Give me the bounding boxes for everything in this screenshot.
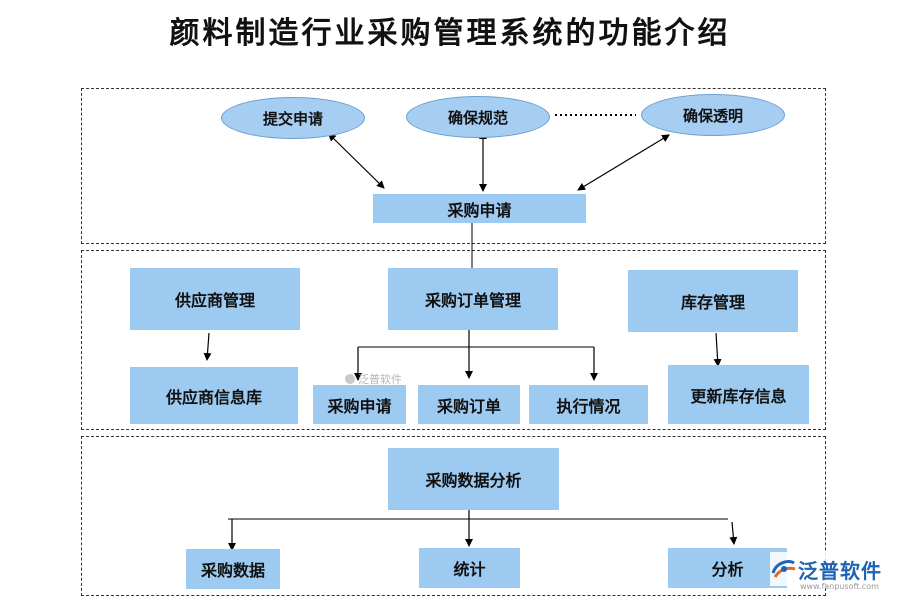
watermark-center: 泛普软件 xyxy=(345,371,402,387)
oval-submit-request: 提交申请 xyxy=(221,97,365,139)
box-update-inventory: 更新库存信息 xyxy=(668,365,809,424)
box-analysis: 分析 xyxy=(668,548,787,588)
section-analysis xyxy=(81,436,826,596)
arrow-supplier-db xyxy=(203,332,212,361)
oval-ensure-standard: 确保规范 xyxy=(406,96,550,138)
box-data-analysis: 采购数据分析 xyxy=(388,448,559,510)
section-request xyxy=(81,88,826,244)
arrow-transparent-request xyxy=(577,134,670,191)
box-purchase-data: 采购数据 xyxy=(186,549,280,589)
box-statistics: 统计 xyxy=(419,548,520,588)
page-title: 颜料制造行业采购管理系统的功能介绍 xyxy=(169,16,731,51)
box-order-management: 采购订单管理 xyxy=(388,268,558,330)
watermark-mark-icon xyxy=(345,374,355,384)
box-supplier-database: 供应商信息库 xyxy=(130,367,298,424)
fanpu-logo: 泛普软件 www.fanpusoft.com xyxy=(770,552,886,591)
arrow-branch-bottom-right xyxy=(729,521,738,545)
section-management xyxy=(81,250,826,430)
box-execution-status: 执行情况 xyxy=(529,385,648,424)
fanpu-logo-url: www.fanpusoft.com xyxy=(800,582,879,591)
arrow-submit-request xyxy=(328,133,385,189)
box-purchase-request: 采购申请 xyxy=(313,385,406,424)
arrow-inventory-update xyxy=(713,332,722,367)
box-inventory-management: 库存管理 xyxy=(628,270,798,332)
box-purchase-request-top: 采购申请 xyxy=(373,194,586,223)
oval-ensure-transparent: 确保透明 xyxy=(641,94,785,136)
box-supplier-management: 供应商管理 xyxy=(130,268,300,330)
watermark-center-text: 泛普软件 xyxy=(358,373,402,386)
fanpu-logo-icon xyxy=(771,559,796,578)
box-purchase-order: 采购订单 xyxy=(418,385,520,424)
fanpu-logo-text: 泛普软件 xyxy=(798,558,882,583)
